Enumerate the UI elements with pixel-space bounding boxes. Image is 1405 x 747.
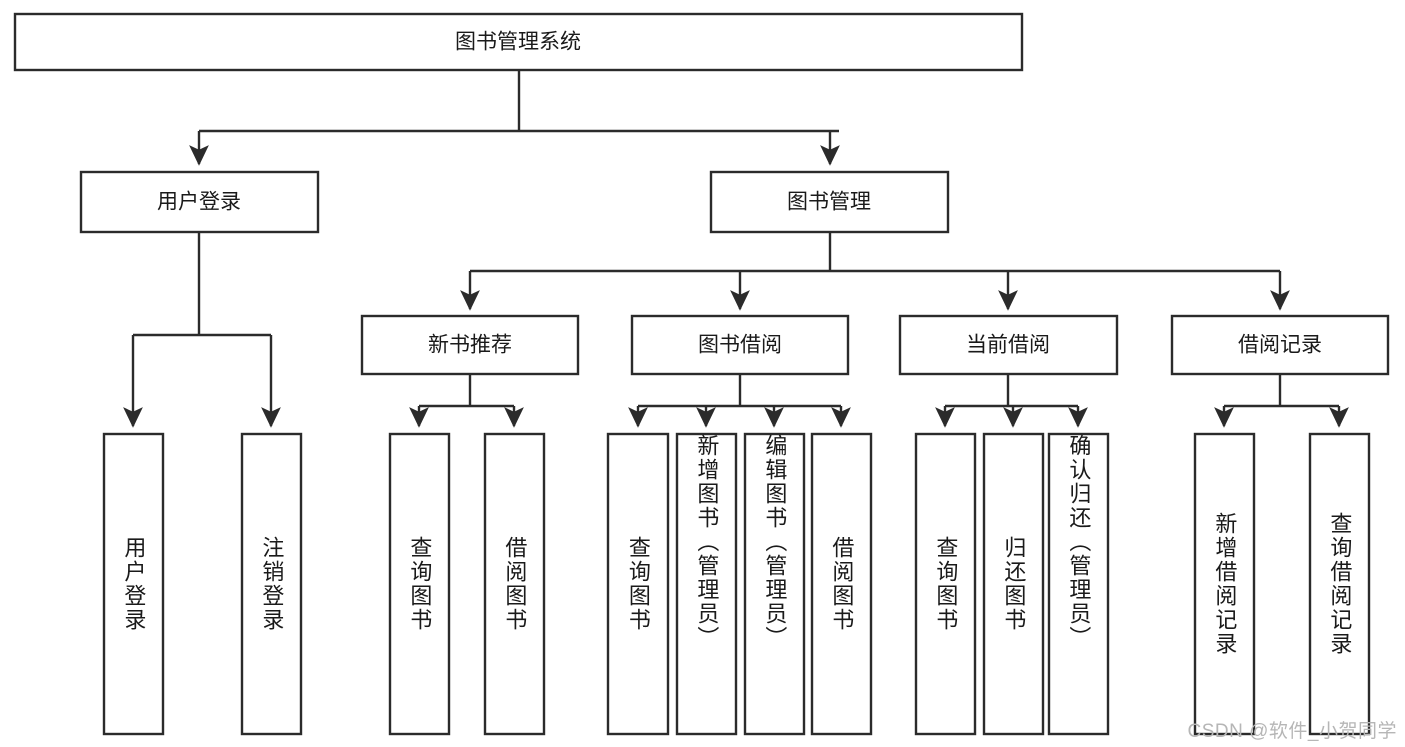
- node-leaf-query-record[interactable]: [1308, 432, 1371, 736]
- node-leaf-query-book-2[interactable]: [606, 432, 670, 736]
- connector-bookborrow-to-leaves: [628, 374, 851, 428]
- node-leaf-edit-book[interactable]: [743, 432, 806, 736]
- node-book-management[interactable]: [709, 170, 950, 234]
- node-root[interactable]: [13, 12, 1024, 72]
- connector-borrowrecord-to-leaves: [1214, 374, 1349, 428]
- node-current-borrow[interactable]: [898, 314, 1119, 376]
- node-leaf-borrow-book-2[interactable]: [810, 432, 873, 736]
- connector-newbook-to-leaves: [409, 374, 524, 428]
- connector-root-to-level2: [189, 70, 840, 166]
- node-leaf-query-book-3[interactable]: [914, 432, 977, 736]
- connector-currentborrow-to-leaves: [935, 374, 1088, 428]
- node-leaf-add-book[interactable]: [675, 432, 738, 736]
- node-leaf-user-logout[interactable]: [240, 432, 303, 736]
- connector-bookmgmt-to-level3: [460, 232, 1290, 311]
- node-leaf-query-book-1[interactable]: [388, 432, 451, 736]
- node-borrow-record-label: 借阅记录: [1238, 334, 1322, 357]
- node-root-label: 图书管理系统: [455, 31, 581, 54]
- node-new-book-recommend-label: 新书推荐: [428, 334, 512, 357]
- node-user-login[interactable]: [79, 170, 320, 234]
- csdn-watermark: CSDN @软件_小贺同学: [1187, 721, 1397, 742]
- node-book-management-label: 图书管理: [787, 191, 871, 214]
- node-user-login-label: 用户登录: [157, 191, 241, 214]
- connector-userlogin-to-leaves: [123, 232, 281, 428]
- node-book-borrow-label: 图书借阅: [698, 334, 782, 357]
- node-new-book-recommend[interactable]: [360, 314, 580, 376]
- node-leaf-add-record[interactable]: [1193, 432, 1256, 736]
- node-book-borrow[interactable]: [630, 314, 850, 376]
- node-leaf-borrow-book-1[interactable]: [483, 432, 546, 736]
- node-current-borrow-label: 当前借阅: [966, 334, 1050, 357]
- node-leaf-return-book[interactable]: [982, 432, 1045, 736]
- node-borrow-record[interactable]: [1170, 314, 1390, 376]
- node-leaf-user-login[interactable]: [102, 432, 165, 736]
- node-leaf-confirm-return[interactable]: [1047, 432, 1110, 736]
